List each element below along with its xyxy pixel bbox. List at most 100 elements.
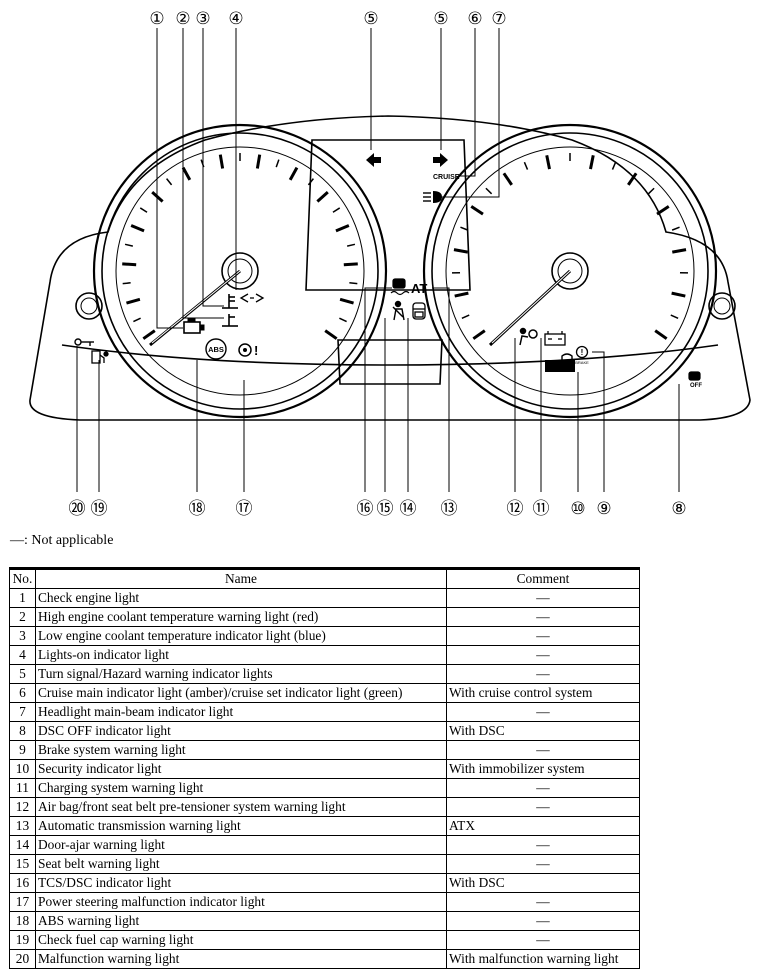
callout-10: ⑩ <box>570 499 585 518</box>
dial-tick <box>122 264 136 265</box>
dial-tick <box>167 179 172 185</box>
callout-16: ⑯ <box>357 499 374 518</box>
svg-text:!: ! <box>581 348 584 357</box>
malfunction-key-icon <box>75 339 94 346</box>
row-comment: — <box>447 798 640 817</box>
row-comment: — <box>447 608 640 627</box>
callout-18: ⑱ <box>189 499 206 518</box>
row-name: Lights-on indicator light <box>36 646 447 665</box>
row-name: Air bag/front seat belt pre-tensioner sy… <box>36 798 447 817</box>
row-no: 5 <box>10 665 36 684</box>
header-no: No. <box>10 569 36 589</box>
row-name: Malfunction warning light <box>36 950 447 969</box>
turn-right-icon <box>433 153 448 167</box>
dial-tick <box>454 250 468 253</box>
svg-text:BRAKE: BRAKE <box>575 360 589 365</box>
row-name: Power steering malfunction indicator lig… <box>36 893 447 912</box>
row-name: Headlight main-beam indicator light <box>36 703 447 722</box>
tachometer-ticks <box>452 153 688 339</box>
at-warning-icon: AT <box>411 281 427 296</box>
seat-belt-icon <box>393 302 404 321</box>
row-comment: — <box>447 836 640 855</box>
row-comment: With DSC <box>447 722 640 741</box>
row-no: 17 <box>10 893 36 912</box>
row-name: Check fuel cap warning light <box>36 931 447 950</box>
dsc-off-icon: OFF <box>689 372 702 389</box>
power-steering-icon: ! <box>239 343 258 358</box>
dial-tick <box>648 188 654 194</box>
dial-tick <box>504 173 512 185</box>
charging-icon <box>545 331 565 345</box>
row-no: 11 <box>10 779 36 798</box>
dial-tick <box>657 206 669 214</box>
dial-tick <box>140 208 147 212</box>
row-name: TCS/DSC indicator light <box>36 874 447 893</box>
row-comment: — <box>447 779 640 798</box>
row-comment: — <box>447 627 640 646</box>
cluster-inner-line <box>62 345 718 365</box>
row-no: 4 <box>10 646 36 665</box>
row-name: ABS warning light <box>36 912 447 931</box>
row-name: Low engine coolant temperature indicator… <box>36 627 447 646</box>
header-comment: Comment <box>447 569 640 589</box>
row-comment: — <box>447 589 640 608</box>
dial-tick <box>655 331 666 339</box>
row-no: 15 <box>10 855 36 874</box>
row-name: Seat belt warning light <box>36 855 447 874</box>
row-no: 1 <box>10 589 36 608</box>
dial-tick <box>471 206 483 214</box>
lights-on-icon <box>241 294 263 302</box>
dial-tick <box>143 331 154 339</box>
callout-6: ⑥ <box>467 9 482 28</box>
dimmer-knob-right <box>709 293 735 319</box>
row-no: 16 <box>10 874 36 893</box>
row-no: 3 <box>10 627 36 646</box>
coolant-high-icon <box>222 294 238 308</box>
row-comment: — <box>447 703 640 722</box>
center-panel <box>306 140 470 290</box>
row-name: Charging system warning light <box>36 779 447 798</box>
row-comment: — <box>447 912 640 931</box>
turn-left-icon <box>366 153 381 167</box>
callout-19: ⑲ <box>91 499 108 518</box>
dial-tick <box>672 250 686 253</box>
callout-20: ⑳ <box>69 499 86 518</box>
dial-tick <box>317 192 327 201</box>
svg-text:ABS: ABS <box>208 345 224 354</box>
callout-12: ⑫ <box>507 499 524 518</box>
row-comment: With DSC <box>447 874 640 893</box>
row-comment: With cruise control system <box>447 684 640 703</box>
callout-14: ⑭ <box>400 499 417 518</box>
callout-2: ② <box>175 9 190 28</box>
dial-tick <box>183 168 190 180</box>
dial-tick <box>220 155 222 169</box>
table-header-row: No. Name Comment <box>10 569 640 589</box>
row-no: 8 <box>10 722 36 741</box>
dial-tick <box>290 168 297 180</box>
brake-warning-icon: ! BRAKE <box>575 347 589 366</box>
dial-tick <box>344 264 358 265</box>
row-comment: ATX <box>447 817 640 836</box>
dial-tick <box>123 283 131 284</box>
dial-tick <box>126 299 139 303</box>
abs-icon: ABS <box>206 339 226 359</box>
dial-tick <box>672 293 686 296</box>
row-comment: — <box>447 741 640 760</box>
dial-tick <box>340 299 353 303</box>
not-applicable-note: —: Not applicable <box>10 533 113 549</box>
dial-tick <box>547 155 550 169</box>
dial-tick <box>462 315 469 318</box>
